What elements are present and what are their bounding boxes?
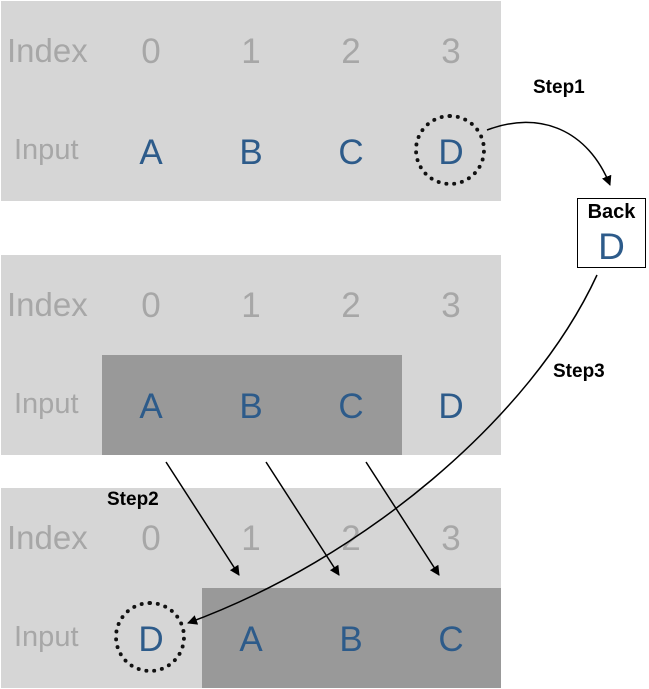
shift-arrow-c — [365, 461, 440, 576]
panel-2: Index Input 0 1 2 3 A B C D — [1, 255, 501, 455]
index-3: 3 — [441, 286, 461, 325]
input-label: Input — [14, 134, 79, 166]
input-label: Input — [14, 621, 79, 653]
index-2: 2 — [341, 519, 361, 558]
input-3: D — [438, 387, 464, 426]
shift-arrow-b — [265, 461, 340, 576]
input-label: Input — [14, 388, 79, 420]
index-3: 3 — [441, 32, 461, 71]
input-3: C — [438, 620, 464, 659]
index-0: 0 — [141, 286, 161, 325]
step1-label: Step1 — [533, 77, 585, 98]
input-0: A — [139, 387, 163, 426]
input-1: A — [239, 620, 263, 659]
shift-arrow-a — [165, 461, 240, 576]
step3-label: Step3 — [553, 361, 605, 382]
step2-label: Step2 — [107, 489, 159, 510]
index-1: 1 — [241, 286, 261, 325]
input-0: A — [139, 133, 163, 172]
input-2: C — [338, 387, 364, 426]
index-0: 0 — [141, 32, 161, 71]
index-label: Index — [7, 286, 88, 323]
index-2: 2 — [341, 286, 361, 325]
index-1: 1 — [241, 32, 261, 71]
index-1: 1 — [241, 519, 261, 558]
back-letter: D — [598, 226, 625, 267]
index-0: 0 — [141, 519, 161, 558]
back-box: Back D — [577, 198, 646, 268]
input-2: B — [339, 620, 363, 659]
input-1: B — [239, 387, 263, 426]
back-title: Back — [587, 201, 636, 223]
highlight-circle — [414, 114, 486, 186]
highlight-circle — [114, 601, 186, 673]
shaded-block — [102, 355, 402, 455]
index-3: 3 — [441, 519, 461, 558]
panel-1: Index Input 0 1 2 3 A B C D — [1, 1, 501, 201]
input-2: C — [338, 133, 364, 172]
index-label: Index — [7, 32, 88, 69]
panel-3: Index Input 0 1 2 3 D A B C — [1, 488, 501, 688]
index-label: Index — [7, 519, 88, 556]
shaded-block — [202, 588, 501, 688]
input-1: B — [239, 133, 263, 172]
index-2: 2 — [341, 32, 361, 71]
step3-arrow — [187, 274, 598, 625]
step1-arrow — [486, 121, 612, 186]
